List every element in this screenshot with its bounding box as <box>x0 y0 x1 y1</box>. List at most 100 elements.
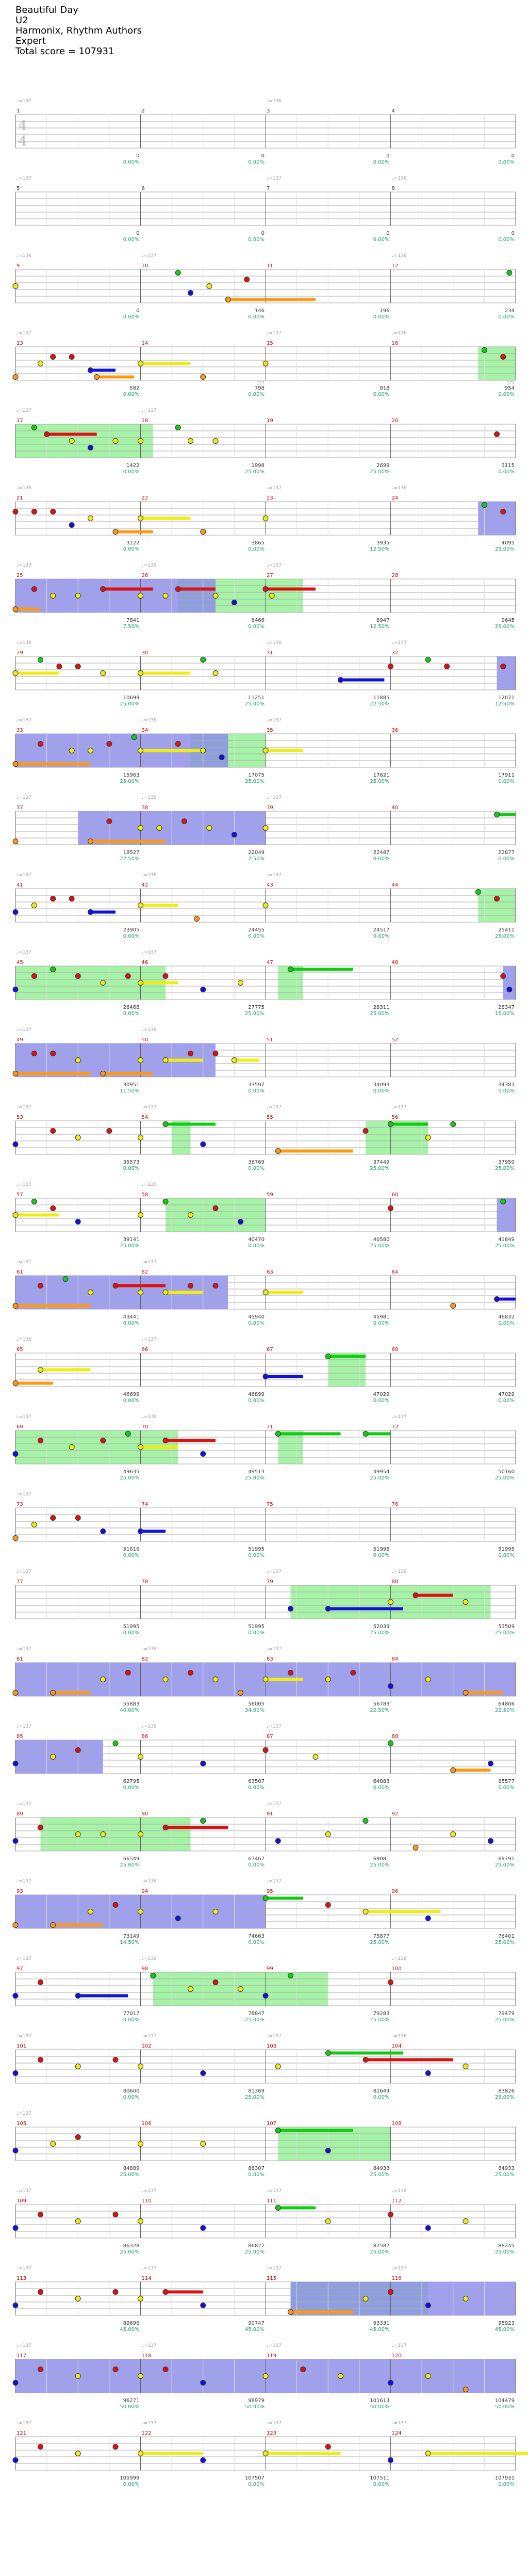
measure-number: 48 <box>392 960 399 965</box>
measure-number: 87 <box>267 1734 273 1740</box>
note-gem <box>100 1528 106 1534</box>
measure-percent: 25.00% <box>370 1940 389 1945</box>
note-gem <box>212 1051 219 1056</box>
note-gem <box>31 425 37 430</box>
measure-number: 58 <box>142 1192 148 1198</box>
tempo-marker: ♩=137 <box>16 176 31 181</box>
measure-score: 40470 <box>248 1237 265 1243</box>
note-gem <box>312 1754 319 1760</box>
measure-number: 28 <box>392 573 399 578</box>
measure-percent: 12.50% <box>370 546 389 552</box>
measure-percent: 25.00% <box>245 2017 265 2023</box>
tempo-marker: ♩=136 <box>392 331 407 336</box>
note-gem <box>244 277 250 282</box>
measure-percent: 0.00% <box>248 1088 265 1094</box>
measure-score: 36769 <box>248 1160 265 1165</box>
measure-score: 93331 <box>373 2321 390 2326</box>
measure-percent: 0.00% <box>248 314 265 320</box>
measure-percent: 0.00% <box>248 1321 265 1326</box>
note-sustain <box>96 375 135 379</box>
note-gem <box>112 1902 119 1908</box>
note-gem <box>288 1973 293 1978</box>
note-gem <box>388 1121 393 1127</box>
tempo-marker: ♩=136 <box>142 1414 157 1420</box>
measure-number: 37 <box>16 805 23 811</box>
measure-percent: 0.00% <box>373 314 390 320</box>
measure-number: 93 <box>16 1889 23 1894</box>
measure-number: 92 <box>392 1811 399 1817</box>
note-gem <box>75 1515 81 1521</box>
star-power-zone <box>328 1353 366 1387</box>
time-signature-bottom: 4 <box>19 134 27 149</box>
measure-percent: 25.00% <box>495 2172 515 2178</box>
note-sustain <box>15 671 59 675</box>
note-gem <box>12 1922 19 1928</box>
note-gem <box>262 1677 269 1682</box>
measure-number: 115 <box>267 2276 276 2281</box>
note-gem <box>262 1374 269 1379</box>
measure-score: 918 <box>380 385 389 391</box>
measure-score: 37449 <box>373 1160 390 1165</box>
measure-percent: 0.00% <box>248 392 265 397</box>
measure-number: 107 <box>267 2121 276 2127</box>
note-gem <box>138 1135 143 1140</box>
note-gem <box>12 1141 19 1147</box>
note-sustain <box>266 1291 303 1294</box>
measure-number: 117 <box>16 2353 26 2359</box>
note-gem <box>262 361 269 366</box>
note-gem <box>50 1922 56 1928</box>
note-gem <box>88 748 93 753</box>
note-gem <box>444 664 450 669</box>
note-gem <box>94 374 100 380</box>
note-gem <box>162 1057 169 1063</box>
note-gem <box>138 1754 143 1760</box>
measure-percent: 34.00% <box>245 1708 265 1713</box>
note-gem <box>200 374 206 380</box>
measure-score: 23905 <box>123 927 140 933</box>
measure-score: 65577 <box>498 1779 515 1784</box>
measure-score: 98979 <box>248 2398 265 2404</box>
note-gem <box>388 2380 393 2386</box>
measure-number: 29 <box>16 650 23 656</box>
note-gem <box>12 2070 19 2076</box>
measure-score: 81369 <box>248 2088 265 2094</box>
tempo-marker: ♩=137 <box>16 2266 31 2271</box>
measure-percent: 25.00% <box>245 1475 265 1481</box>
measure-score: 25411 <box>498 927 515 933</box>
overdrive-zone <box>497 656 516 690</box>
measure-percent: 0.00% <box>123 1166 140 1171</box>
measure-number: 59 <box>267 1192 273 1198</box>
note-gem <box>162 1438 169 1443</box>
measure-percent: 0.00% <box>373 237 390 243</box>
note-gem <box>275 2205 281 2211</box>
note-gem <box>425 2451 431 2456</box>
measure-score: 86307 <box>248 2166 265 2171</box>
note-sustain <box>140 671 191 675</box>
measure-percent: 25.00% <box>495 2017 515 2023</box>
tempo-marker: ♩=137 <box>16 1956 31 1961</box>
note-gem <box>138 670 143 676</box>
measure-number: 53 <box>16 1115 23 1120</box>
measure-number: 114 <box>142 2276 152 2281</box>
tempo-marker: ♩=137 <box>16 1105 31 1110</box>
note-gem <box>75 2296 81 2301</box>
overdrive-zone <box>15 1740 103 1774</box>
note-gem <box>325 2050 331 2056</box>
note-sustain <box>266 2452 341 2455</box>
note-gem <box>31 509 37 514</box>
measure-percent: 25.00% <box>495 933 515 939</box>
note-gem <box>138 2064 143 2069</box>
note-gem <box>138 1831 143 1837</box>
note-gem <box>188 290 193 296</box>
measure-score: 104479 <box>495 2398 515 2404</box>
note-gem <box>212 593 219 599</box>
measure-number: 116 <box>392 2276 402 2281</box>
measure-percent: 25.00% <box>245 2095 265 2100</box>
note-gem <box>100 1677 106 1682</box>
note-sustain <box>266 1896 303 1900</box>
note-gem <box>50 896 56 901</box>
note-gem <box>388 1205 393 1211</box>
measure-number: 19 <box>267 418 273 424</box>
measure-number: 111 <box>267 2198 276 2204</box>
